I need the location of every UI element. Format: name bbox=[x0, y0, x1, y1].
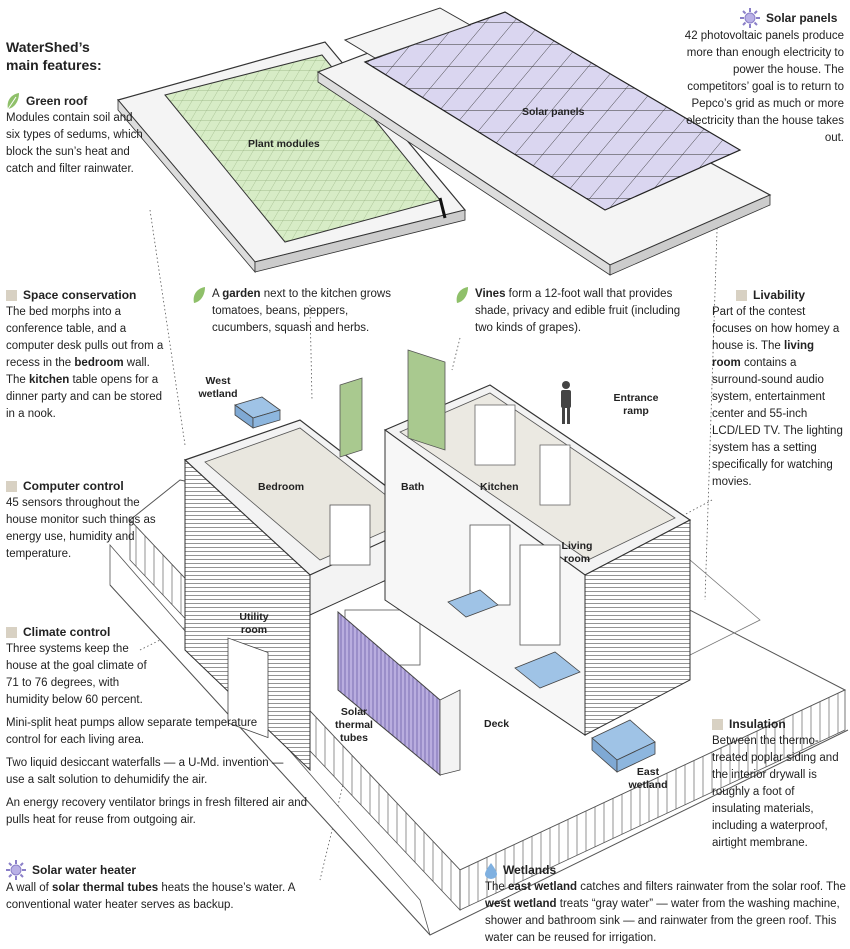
climate-p1: Three systems keep the house at the goal… bbox=[6, 643, 147, 706]
label-kitchen: Kitchen bbox=[480, 481, 519, 493]
climate-control-block: Climate control Three systems keep the h… bbox=[6, 624, 311, 829]
solar-panels-text: 42 photovoltaic panels produce more than… bbox=[684, 30, 844, 144]
wetlands-heading: Wetlands bbox=[485, 862, 847, 879]
leader-livability bbox=[599, 499, 713, 561]
livability-title: Livability bbox=[753, 288, 806, 302]
label-west-wetland: West wetland bbox=[198, 375, 238, 400]
page-title: WaterShed’s main features: bbox=[6, 39, 102, 73]
space-conservation-text: The bed morphs into a conference table, … bbox=[6, 306, 164, 420]
label-solar-panels: Solar panels bbox=[522, 106, 585, 118]
space-conservation-title: Space conservation bbox=[23, 288, 137, 302]
label-plant-modules: Plant modules bbox=[248, 138, 320, 150]
climate-p4: An energy recovery ventilator brings in … bbox=[6, 797, 308, 826]
label-deck: Deck bbox=[484, 718, 510, 730]
climate-control-heading: Climate control bbox=[6, 624, 311, 641]
computer-control-heading: Computer control bbox=[6, 478, 156, 495]
livability-block: Livability Part of the contest focuses o… bbox=[712, 287, 846, 491]
solar-panels-heading: Solar panels bbox=[740, 8, 844, 28]
east-wetland bbox=[591, 719, 656, 773]
solar-panels-block: Solar panels 42 photovoltaic panels prod… bbox=[668, 8, 844, 147]
label-east-wetland: East wetland bbox=[628, 766, 668, 791]
leaf-icon bbox=[193, 287, 205, 303]
tan-square-icon bbox=[6, 481, 17, 492]
livability-text: Part of the contest focuses on how homey… bbox=[712, 306, 843, 488]
label-bedroom: Bedroom bbox=[258, 481, 305, 493]
climate-p2: Mini-split heat pumps allow separate tem… bbox=[6, 717, 258, 746]
insulation-block: Insulation Between the thermo-treated po… bbox=[712, 716, 844, 852]
pool-1 bbox=[447, 589, 499, 618]
computer-control-block: Computer control 45 sensors throughout t… bbox=[6, 478, 156, 563]
leaf-icon bbox=[7, 93, 19, 110]
vines-block: Vines form a 12-foot wall that provides … bbox=[455, 286, 690, 337]
vines-wall bbox=[339, 349, 446, 458]
solar-water-heater-heading: Solar water heater bbox=[6, 860, 316, 880]
livability-heading: Livability bbox=[736, 287, 846, 304]
solar-panels-title: Solar panels bbox=[766, 10, 838, 25]
leader-solar bbox=[704, 199, 719, 601]
insulation-title: Insulation bbox=[729, 717, 786, 731]
wetlands-text: The east wetland catches and filters rai… bbox=[485, 881, 846, 944]
space-conservation-heading: Space conservation bbox=[6, 287, 166, 304]
kitchen-module bbox=[383, 384, 692, 736]
water-drop-icon bbox=[485, 862, 497, 879]
green-roof bbox=[116, 41, 467, 274]
label-bath: Bath bbox=[401, 481, 425, 493]
solar-water-heater-text: A wall of solar thermal tubes heats the … bbox=[6, 882, 295, 911]
tan-square-icon bbox=[6, 290, 17, 301]
west-wetland bbox=[234, 396, 281, 429]
tan-square-icon bbox=[736, 290, 747, 301]
space-conservation-block: Space conservation The bed morphs into a… bbox=[6, 287, 166, 423]
insulation-heading: Insulation bbox=[712, 716, 844, 733]
climate-control-title: Climate control bbox=[23, 625, 111, 639]
climate-p3: Two liquid desiccant waterfalls — a U-Md… bbox=[6, 757, 284, 786]
green-roof-title: Green roof bbox=[26, 93, 88, 108]
sun-icon bbox=[740, 8, 760, 28]
solar-roof bbox=[316, 7, 772, 276]
solar-water-heater-block: Solar water heater A wall of solar therm… bbox=[6, 860, 316, 914]
sun-icon bbox=[6, 860, 26, 880]
green-roof-heading: Green roof bbox=[6, 92, 146, 110]
vines-text: Vines form a 12-foot wall that provides … bbox=[475, 288, 681, 334]
pool-2 bbox=[514, 651, 581, 689]
green-roof-text: Modules contain soil and six types of se… bbox=[6, 112, 143, 175]
label-utility-room: Utility room bbox=[239, 611, 269, 636]
label-entrance-ramp: Entrance ramp bbox=[613, 392, 659, 417]
computer-control-text: 45 sensors throughout the house monitor … bbox=[6, 497, 156, 560]
computer-control-title: Computer control bbox=[23, 479, 124, 493]
label-solar-thermal-tubes: Solar thermal tubes bbox=[335, 706, 373, 744]
wetlands-block: Wetlands The east wetland catches and fi… bbox=[485, 862, 847, 947]
insulation-text: Between the thermo-treated poplar siding… bbox=[712, 735, 839, 849]
leaf-icon bbox=[456, 287, 468, 303]
garden-text: A garden next to the kitchen grows tomat… bbox=[212, 288, 391, 334]
garden-block: A garden next to the kitchen grows tomat… bbox=[192, 286, 392, 337]
tan-square-icon bbox=[6, 627, 17, 638]
leader-vines bbox=[451, 337, 461, 371]
green-roof-block: Green roof Modules contain soil and six … bbox=[6, 92, 146, 178]
label-living-room: Living room bbox=[561, 540, 593, 565]
wetlands-title: Wetlands bbox=[503, 863, 557, 877]
person-figure bbox=[561, 381, 571, 424]
solar-water-heater-title: Solar water heater bbox=[32, 862, 137, 877]
tan-square-icon bbox=[712, 719, 723, 730]
